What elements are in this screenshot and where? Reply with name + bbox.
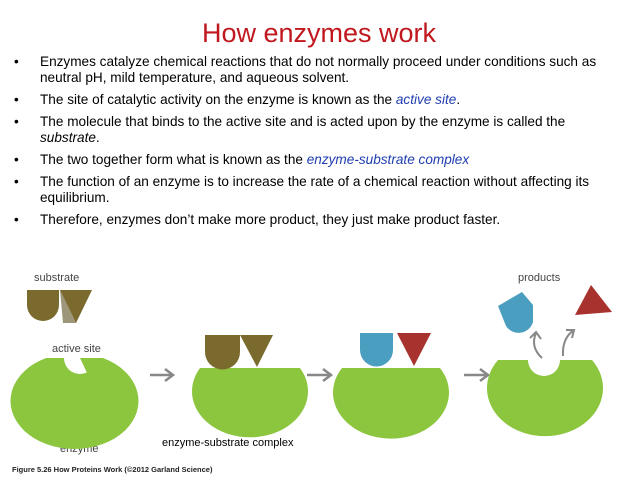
product-blue-bound bbox=[360, 333, 393, 367]
slide-title: How enzymes work bbox=[201, 18, 437, 48]
term-complex: enzyme-substrate complex bbox=[306, 152, 470, 167]
enzyme-1-shape bbox=[10, 358, 139, 449]
release-arrow-icon bbox=[561, 329, 576, 357]
substrate-shadow bbox=[60, 290, 76, 323]
bullet-item: •The two together form what is known as … bbox=[14, 152, 470, 167]
enzyme-4-shape bbox=[486, 360, 603, 437]
bound-substrate-left bbox=[205, 335, 240, 370]
enzyme-3-shape bbox=[333, 368, 450, 439]
product-red-released bbox=[575, 285, 612, 315]
bullet-list: •Enzymes catalyze chemical reactions tha… bbox=[14, 54, 626, 234]
substrate-right-shape bbox=[60, 290, 92, 323]
arrow-right-icon bbox=[464, 368, 491, 382]
product-red-bound bbox=[397, 333, 431, 366]
active-site-label: active site bbox=[52, 343, 101, 355]
complex-caption: enzyme-substrate complex bbox=[162, 437, 294, 449]
bullet-item: •Therefore, enzymes don’t make more prod… bbox=[14, 212, 501, 227]
product-blue-released bbox=[498, 292, 533, 333]
bullet-item: •The molecule that binds to the active s… bbox=[14, 114, 566, 145]
substrate-left-shape bbox=[27, 290, 59, 321]
substrate-label: substrate bbox=[34, 272, 79, 284]
figure-credit: Figure 5.26 How Proteins Work (©2012 Gar… bbox=[12, 465, 213, 474]
release-arrow-icon bbox=[529, 330, 543, 359]
bullet-item: •Enzymes catalyze chemical reactions tha… bbox=[14, 54, 597, 85]
enzyme-2-shape bbox=[192, 368, 308, 438]
bound-substrate-right bbox=[240, 335, 273, 367]
term-substrate: substrate bbox=[40, 130, 96, 145]
arrow-right-icon bbox=[150, 368, 176, 382]
enzyme-figure: substrate active site enzyme products Fi… bbox=[10, 272, 612, 474]
products-label: products bbox=[518, 272, 561, 284]
term-active-site: active site bbox=[395, 92, 457, 107]
bullet-item: •The function of an enzyme is to increas… bbox=[14, 174, 590, 205]
bullet-item: •The site of catalytic activity on the e… bbox=[14, 92, 461, 107]
arrow-right-icon bbox=[307, 368, 334, 382]
